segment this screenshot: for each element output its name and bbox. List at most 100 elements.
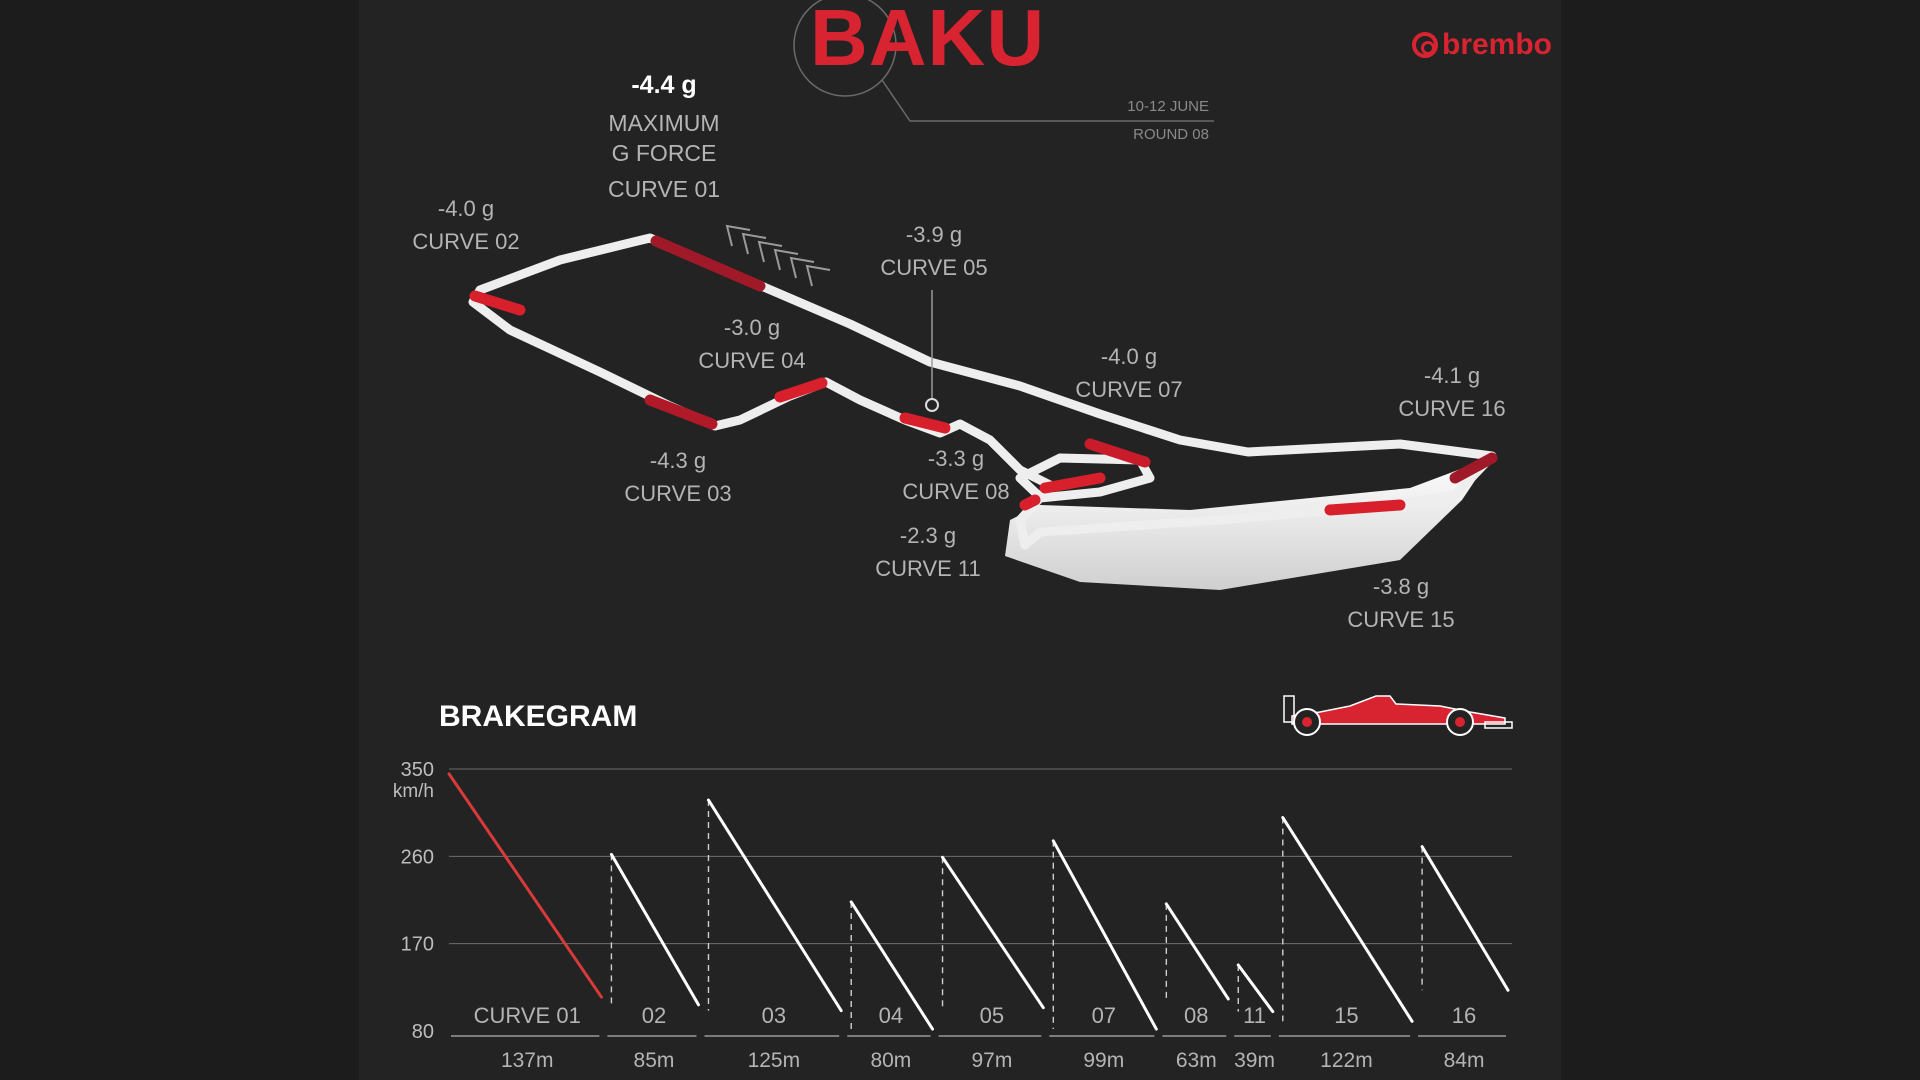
y-tick-label: 80: [412, 1021, 434, 1043]
y-tick-label: 260: [401, 846, 434, 868]
distance-label: 137m: [501, 1049, 554, 1072]
max-gforce-label-2: G FORCE: [611, 140, 717, 166]
brakegram-lines: [447, 772, 1510, 1031]
max-gforce-value: -4.4 g: [631, 71, 697, 99]
brakegram-dividers: [610, 800, 1423, 1030]
brake-zone-07: [1084, 438, 1151, 468]
brake-zone-11: [1019, 494, 1041, 511]
curve-gforce: -3.9 g: [905, 222, 963, 247]
distance-label: 63m: [1176, 1049, 1217, 1072]
max-gforce-block: -4.4 g MAXIMUM G FORCE CURVE 01: [608, 70, 720, 204]
brake-line: [706, 798, 843, 1013]
y-tick-label: 350: [401, 759, 434, 781]
race-date: 10-12 JUNE: [1127, 98, 1209, 115]
brake-line: [1420, 845, 1510, 992]
curve-label: 03: [762, 1003, 786, 1028]
curve-label: 04: [879, 1003, 903, 1028]
curve-name: CURVE 11: [875, 556, 981, 581]
curve-label-05: -3.9 g CURVE 05: [880, 218, 987, 284]
direction-chevrons: [725, 224, 831, 287]
brake-line: [941, 855, 1045, 1010]
brembo-mark-icon: [1412, 32, 1438, 58]
curve-label-03: -4.3 g CURVE 03: [624, 444, 731, 510]
brake-zone-04: [774, 377, 828, 403]
title-circle: [793, 0, 897, 97]
distance-label: 84m: [1444, 1049, 1485, 1072]
curve-gforce: -4.1 g: [1423, 363, 1481, 388]
brakegram-title: BRAKEGRAM: [439, 700, 638, 733]
brake-line: [849, 900, 935, 1031]
curve-name: CURVE 04: [698, 348, 806, 373]
brakegram-y-ticks: 350 260 170 80: [401, 759, 434, 1043]
curve-label-16: -4.1 g CURVE 16: [1398, 359, 1505, 425]
brake-line: [447, 772, 603, 999]
y-axis-unit: km/h: [393, 781, 434, 802]
car-rear-wing: [1283, 695, 1295, 723]
brake-zone-02: [469, 290, 526, 316]
brakegram-curve-labels: CURVE 01 02 03 04 05 07 08 11 15 16: [474, 1003, 1477, 1028]
curve-label: 07: [1092, 1003, 1116, 1028]
brake-line: [1164, 902, 1230, 1001]
curve-label: 02: [642, 1003, 666, 1028]
curve-name: CURVE 02: [412, 229, 520, 254]
y-tick-label: 170: [401, 934, 434, 956]
car-front-wing: [1484, 721, 1513, 729]
curve-label-07: -4.0 g CURVE 07: [1075, 340, 1182, 406]
curve-name: CURVE 15: [1347, 607, 1455, 632]
brakegram-distances: 137m 85m 125m 80m 97m 99m 63m 39m 122m 84m: [451, 1035, 1506, 1072]
curve-label: 05: [980, 1003, 1004, 1028]
track-map: [468, 224, 1498, 590]
curve-gforce: -3.8 g: [1372, 574, 1430, 599]
brakegram-grid: [449, 768, 1512, 945]
braking-zones: [469, 235, 1498, 516]
brake-zone-10: [1039, 472, 1106, 494]
distance-label: 125m: [748, 1049, 801, 1072]
curve05-leader-dot: [925, 398, 939, 412]
max-gforce-label-1: MAXIMUM: [608, 110, 720, 136]
curve-label-08: -3.3 g CURVE 08: [902, 442, 1009, 508]
brake-zone-03: [644, 394, 718, 430]
curve-label-15: -3.8 g CURVE 15: [1347, 570, 1454, 636]
distance-label: 39m: [1234, 1049, 1275, 1072]
f1-car-icon: [1283, 695, 1513, 736]
curve-label: 11: [1243, 1003, 1266, 1028]
circuit-title: BAKU: [810, 0, 1046, 82]
brake-line: [609, 852, 700, 1007]
brake-line: [1281, 816, 1414, 1023]
curve-gforce: -4.0 g: [437, 196, 495, 221]
distance-label: 122m: [1320, 1049, 1373, 1072]
distance-label: 99m: [1083, 1049, 1124, 1072]
brake-zone-01: [650, 235, 766, 292]
curve-name: CURVE 16: [1398, 396, 1506, 421]
brake-line: [1236, 963, 1275, 1014]
max-gforce-curve: CURVE 01: [607, 176, 721, 202]
curve-name: CURVE 08: [902, 479, 1010, 504]
curve-name: CURVE 07: [1075, 377, 1183, 402]
brake-zone-16: [1449, 452, 1498, 484]
curve-label: 15: [1334, 1003, 1358, 1028]
brembo-logo: brembo: [1412, 28, 1552, 62]
curve-gforce: -4.0 g: [1100, 344, 1158, 369]
curve-name: CURVE 05: [880, 255, 988, 280]
curve-gforce: -3.0 g: [723, 315, 781, 340]
curve-label-11: -2.3 g CURVE 11: [875, 519, 981, 585]
curve-label: 16: [1452, 1003, 1476, 1028]
title-leader-line: [881, 79, 1214, 122]
brake-zone-08: [899, 412, 951, 434]
race-round: ROUND 08: [1133, 126, 1209, 143]
curve-gforce: -4.3 g: [649, 448, 707, 473]
curve-label: 08: [1184, 1003, 1208, 1028]
track-castle-section: [1005, 458, 1490, 590]
curve-gforce: -2.3 g: [899, 523, 957, 548]
brake-zone-15: [1324, 499, 1406, 516]
curve-name: CURVE 03: [624, 481, 732, 506]
distance-label: 80m: [870, 1049, 911, 1072]
curve-label-04: -3.0 g CURVE 04: [698, 311, 805, 377]
brake-line: [1051, 839, 1158, 1031]
distance-label: 85m: [634, 1049, 675, 1072]
curve-label-02: -4.0 g CURVE 02: [412, 192, 519, 258]
distance-label: 97m: [971, 1049, 1012, 1072]
curve-label: CURVE 01: [474, 1003, 581, 1028]
